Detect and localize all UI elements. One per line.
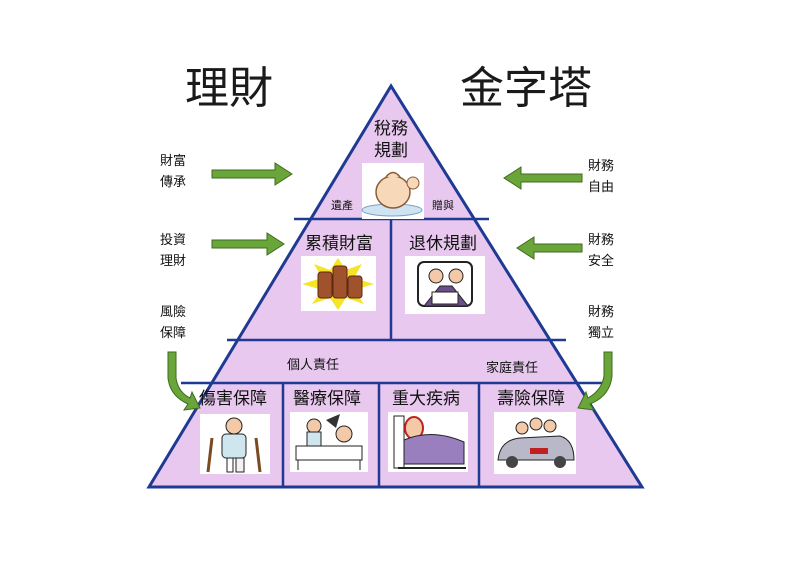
apex-label-line1: 稅務	[374, 119, 408, 139]
arrow-curved-left	[167, 351, 201, 411]
right-label-2-line1: 財務	[588, 233, 614, 248]
band-right-label: 家庭責任	[486, 360, 538, 376]
arrow-right-2	[516, 236, 583, 260]
left-label-2-line2: 理財	[160, 254, 186, 269]
coins-illustration	[301, 256, 376, 311]
base-label-injury: 傷害保障	[199, 389, 267, 409]
medical-illustration	[290, 412, 368, 472]
left-label-1-line2: 傳承	[160, 175, 186, 190]
middle-left-label: 累積財富	[305, 234, 373, 254]
apex-note-left: 遺產	[331, 198, 353, 212]
retirement-illustration	[405, 256, 485, 314]
arrow-curved-right	[577, 351, 613, 411]
title-left: 理財	[185, 63, 273, 114]
middle-right-label: 退休規劃	[409, 234, 477, 254]
left-label-3-line2: 保障	[160, 326, 186, 341]
base-label-critical-illness: 重大疾病	[392, 389, 460, 409]
apex-note-right: 贈與	[432, 198, 454, 212]
arrow-left-2	[211, 232, 285, 256]
right-label-1-line2: 自由	[588, 180, 614, 195]
critical-illness-illustration	[388, 412, 468, 472]
right-label-3-line2: 獨立	[588, 326, 614, 341]
title-right: 金字塔	[460, 63, 592, 114]
base-label-life: 壽險保障	[497, 389, 565, 409]
pyramid-outline	[146, 83, 645, 489]
band-left-label: 個人責任	[287, 358, 339, 373]
left-label-2-line1: 投資	[160, 232, 186, 248]
right-label-3-line1: 財務	[588, 305, 614, 320]
right-label-2-line2: 安全	[588, 253, 614, 269]
apex-label-line2: 規劃	[374, 141, 408, 161]
injury-illustration	[200, 414, 270, 474]
arrow-left-1	[211, 162, 293, 186]
money-bag-illustration	[361, 163, 424, 219]
life-insurance-illustration	[494, 412, 576, 474]
base-label-medical: 醫療保障	[293, 389, 361, 409]
left-label-1-line1: 財富	[160, 153, 186, 169]
right-label-1-line1: 財務	[588, 159, 614, 174]
arrow-right-1	[503, 166, 583, 190]
left-label-3-line1: 風險	[160, 305, 186, 320]
